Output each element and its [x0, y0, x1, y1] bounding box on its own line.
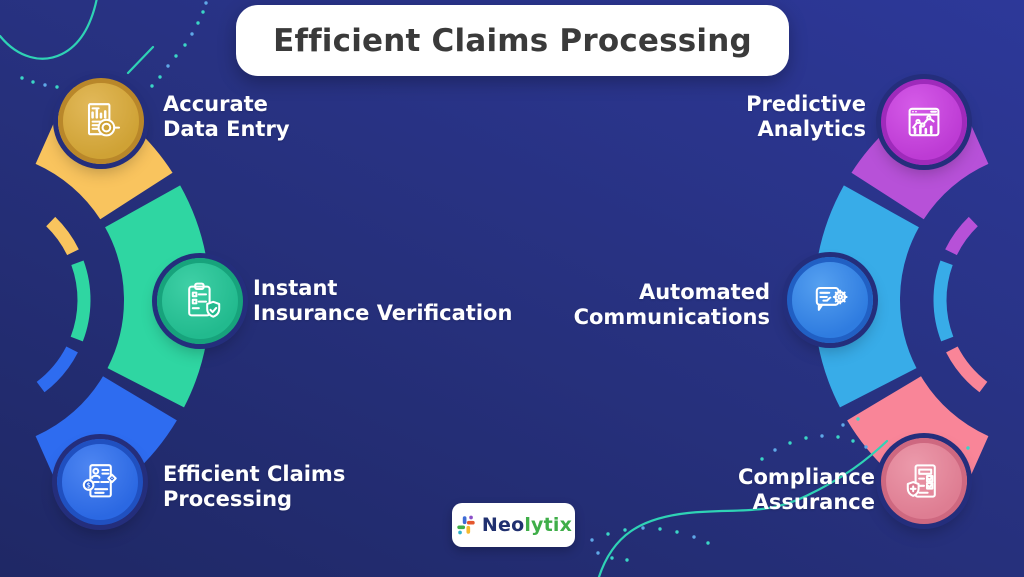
label-automated-communications: Automated Communications	[574, 280, 770, 330]
brand-logo-mark-icon	[457, 515, 475, 535]
label-line: Accurate	[163, 92, 268, 116]
decor-dots	[20, 1, 970, 562]
document-chart-magnifier-icon	[87, 103, 121, 137]
clipboard-shield-check-icon	[188, 282, 221, 318]
compliance-assurance-badge	[881, 438, 967, 524]
document-checklist-shield-icon	[906, 464, 936, 498]
label-insurance-verification: Instant Insurance Verification	[253, 276, 512, 326]
claims-document-coin-icon: $	[82, 464, 117, 498]
predictive-analytics-badge	[881, 79, 967, 165]
brand-name-suffix: lytix	[524, 514, 573, 536]
label-line: Analytics	[757, 117, 866, 141]
brand-name-prefix: Neo	[481, 514, 525, 536]
label-line: Data Entry	[163, 117, 290, 141]
label-line: Compliance	[738, 465, 875, 489]
label-predictive-analytics: Predictive Analytics	[746, 92, 866, 142]
claims-processing-badge: $	[57, 439, 143, 525]
label-line: Automated	[638, 280, 770, 304]
page-title: Efficient Claims Processing	[273, 22, 752, 59]
label-line: Efficient Claims	[163, 462, 346, 486]
brand-card: Neolytix	[452, 503, 575, 547]
title-card: Efficient Claims Processing	[236, 5, 789, 76]
svg-text:$: $	[86, 481, 91, 490]
browser-analytics-chart-icon	[908, 107, 940, 137]
automated-communications-badge	[787, 257, 873, 343]
label-line: Insurance Verification	[253, 301, 513, 325]
label-line: Processing	[163, 487, 293, 511]
squiggle-dash	[126, 45, 155, 75]
accurate-data-entry-badge	[58, 78, 144, 164]
label-accurate-data-entry: Accurate Data Entry	[163, 92, 290, 142]
chat-circuit-gear-icon	[815, 286, 848, 311]
label-line: Communications	[573, 305, 770, 329]
label-claims-processing: Efficient Claims Processing	[163, 462, 345, 512]
label-compliance-assurance: Compliance Assurance	[738, 465, 875, 515]
insurance-verification-badge	[157, 258, 243, 344]
label-line: Assurance	[752, 490, 875, 514]
brand-name: Neolytix	[482, 514, 572, 536]
label-line: Predictive	[746, 92, 866, 116]
squiggle-bottom-right	[597, 439, 889, 577]
squiggle-top-left	[0, 0, 98, 60]
label-line: Instant	[253, 276, 338, 300]
